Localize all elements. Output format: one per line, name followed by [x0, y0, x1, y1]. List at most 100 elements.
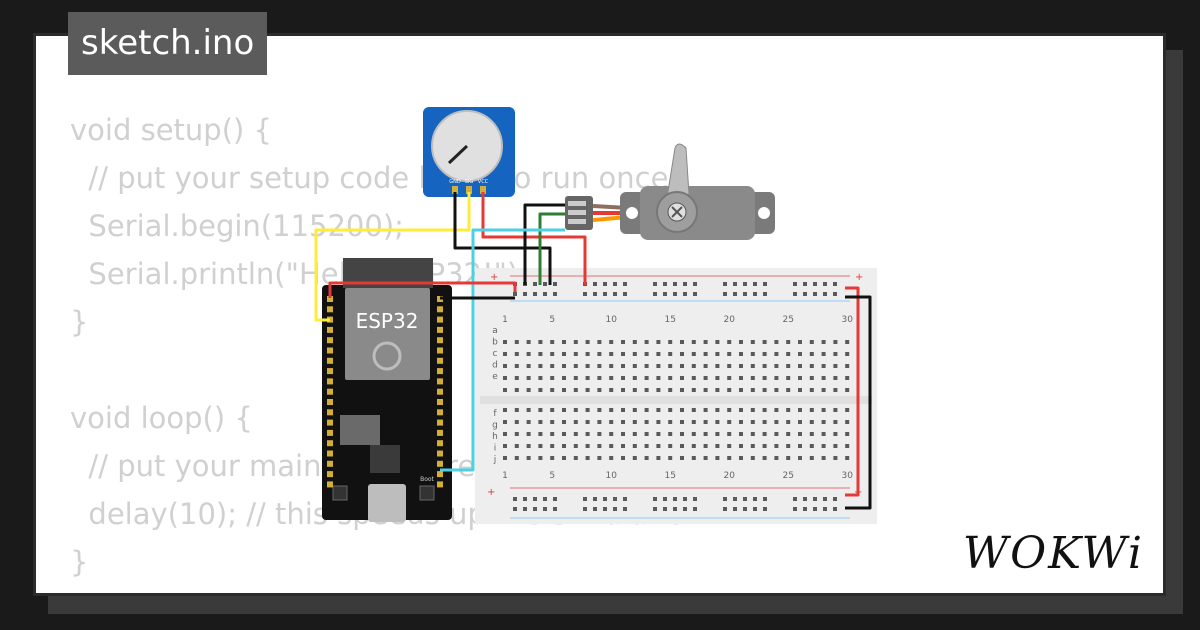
breadboard-hole	[597, 408, 602, 412]
row-label: j	[493, 455, 497, 465]
esp32-header-pin	[327, 450, 333, 457]
breadboard-hole	[845, 408, 850, 412]
breadboard-hole	[550, 364, 555, 368]
breadboard-hole	[644, 352, 649, 356]
row-label: c	[493, 349, 498, 359]
breadboard-hole	[526, 352, 531, 356]
breadboard-hole	[573, 420, 578, 424]
esp32-board[interactable]: ESP32 Boot	[322, 258, 452, 522]
breadboard-hole	[526, 376, 531, 380]
breadboard-hole	[550, 352, 555, 356]
wire-rail-bridge-black[interactable]	[845, 295, 872, 510]
potentiometer[interactable]: GND SIG VCC	[423, 107, 515, 197]
boot-button[interactable]	[419, 485, 435, 501]
file-tab[interactable]: sketch.ino	[68, 12, 268, 75]
esp32-header-pin	[327, 378, 333, 385]
power-rail-hole	[603, 507, 607, 511]
breadboard-hole	[703, 408, 708, 412]
row-label: a	[492, 326, 498, 336]
wire-signal-yellow[interactable]	[314, 192, 471, 322]
esp32-header-pin	[437, 388, 443, 395]
servo-motor[interactable]	[565, 143, 775, 240]
power-rail-hole	[603, 282, 607, 286]
breadboard-hole	[656, 352, 661, 356]
breadboard-hole	[739, 376, 743, 380]
breadboard-hole	[798, 340, 802, 344]
breadboard-hole	[514, 364, 519, 368]
breadboard-hole	[609, 432, 614, 436]
breadboard-hole	[656, 408, 661, 412]
breadboard-hole	[503, 420, 507, 424]
breadboard-hole	[821, 432, 826, 436]
row-label: h	[492, 432, 498, 442]
power-rail-hole	[723, 497, 727, 501]
breadboard-hole	[774, 456, 779, 460]
power-rail-hole	[523, 507, 527, 511]
breadboard-hole	[550, 388, 555, 392]
breadboard-hole	[680, 340, 684, 344]
power-rail-hole	[683, 282, 687, 286]
power-rail-hole	[803, 292, 807, 296]
power-rail-hole	[813, 497, 817, 501]
code-line: void setup() {	[70, 113, 272, 147]
breadboard-hole	[680, 388, 684, 392]
esp32-header-pin	[437, 326, 443, 333]
breadboard-hole	[621, 364, 625, 368]
servo-connector-pin-1	[568, 201, 586, 206]
breadboard-hole	[833, 456, 838, 460]
breadboard-hole	[632, 340, 637, 344]
wire-servo-signal-green[interactable]	[538, 212, 565, 285]
breadboard-hole	[715, 408, 720, 412]
breadboard-hole	[550, 432, 555, 436]
breadboard-hole	[680, 420, 684, 424]
wire-servo-gnd-black[interactable]	[523, 203, 565, 285]
breadboard-hole	[833, 432, 838, 436]
breadboard-hole	[845, 432, 850, 436]
breadboard-hole	[621, 388, 625, 392]
boot-label: Boot	[420, 476, 434, 483]
breadboard-hole	[514, 376, 519, 380]
breadboard-hole	[562, 376, 566, 380]
breadboard[interactable]: + + + + 115510101515202025253030abcdefgh…	[475, 268, 877, 524]
pot-pin-sig-label: SIG	[465, 179, 474, 185]
breadboard-hole	[833, 376, 838, 380]
breadboard-hole	[644, 388, 649, 392]
breadboard-hole	[526, 388, 531, 392]
breadboard-hole	[526, 432, 531, 436]
breadboard-hole	[691, 408, 696, 412]
usb-uart-chip	[370, 445, 400, 473]
power-rail-hole	[613, 282, 617, 286]
breadboard-hole	[644, 340, 649, 344]
breadboard-hole	[597, 432, 602, 436]
breadboard-hole	[573, 364, 578, 368]
power-rail-hole	[533, 292, 537, 296]
esp32-header-pin	[437, 419, 443, 426]
power-rail-hole	[623, 292, 627, 296]
power-rail-hole	[813, 282, 817, 286]
breadboard-hole	[632, 408, 637, 412]
breadboard-hole	[750, 364, 755, 368]
wire-pot-vcc-red[interactable]	[481, 192, 587, 285]
breadboard-hole	[798, 408, 802, 412]
power-rail-hole	[823, 497, 827, 501]
wire-rail-bridge-red[interactable]	[845, 286, 860, 497]
plus-sign-bottom: +	[487, 487, 495, 498]
row-label: i	[494, 444, 497, 454]
esp32-header-pin	[327, 337, 333, 344]
esp32-header-pin	[437, 347, 443, 354]
breadboard-hole	[668, 364, 673, 368]
breadboard-hole	[585, 456, 590, 460]
en-button[interactable]	[332, 485, 348, 501]
power-rail-hole	[793, 282, 797, 286]
breadboard-hole	[526, 444, 531, 448]
wire-pot-gnd-black[interactable]	[453, 192, 552, 285]
breadboard-hole	[680, 352, 684, 356]
wire-servo-cyan[interactable]	[440, 228, 565, 472]
breadboard-hole	[680, 408, 684, 412]
breadboard-hole	[774, 340, 779, 344]
breadboard-hole	[774, 352, 779, 356]
breadboard-hole	[597, 376, 602, 380]
wire-esp-power-red[interactable]	[328, 281, 517, 298]
breadboard-hole	[503, 432, 507, 436]
power-rail-hole	[543, 497, 547, 501]
